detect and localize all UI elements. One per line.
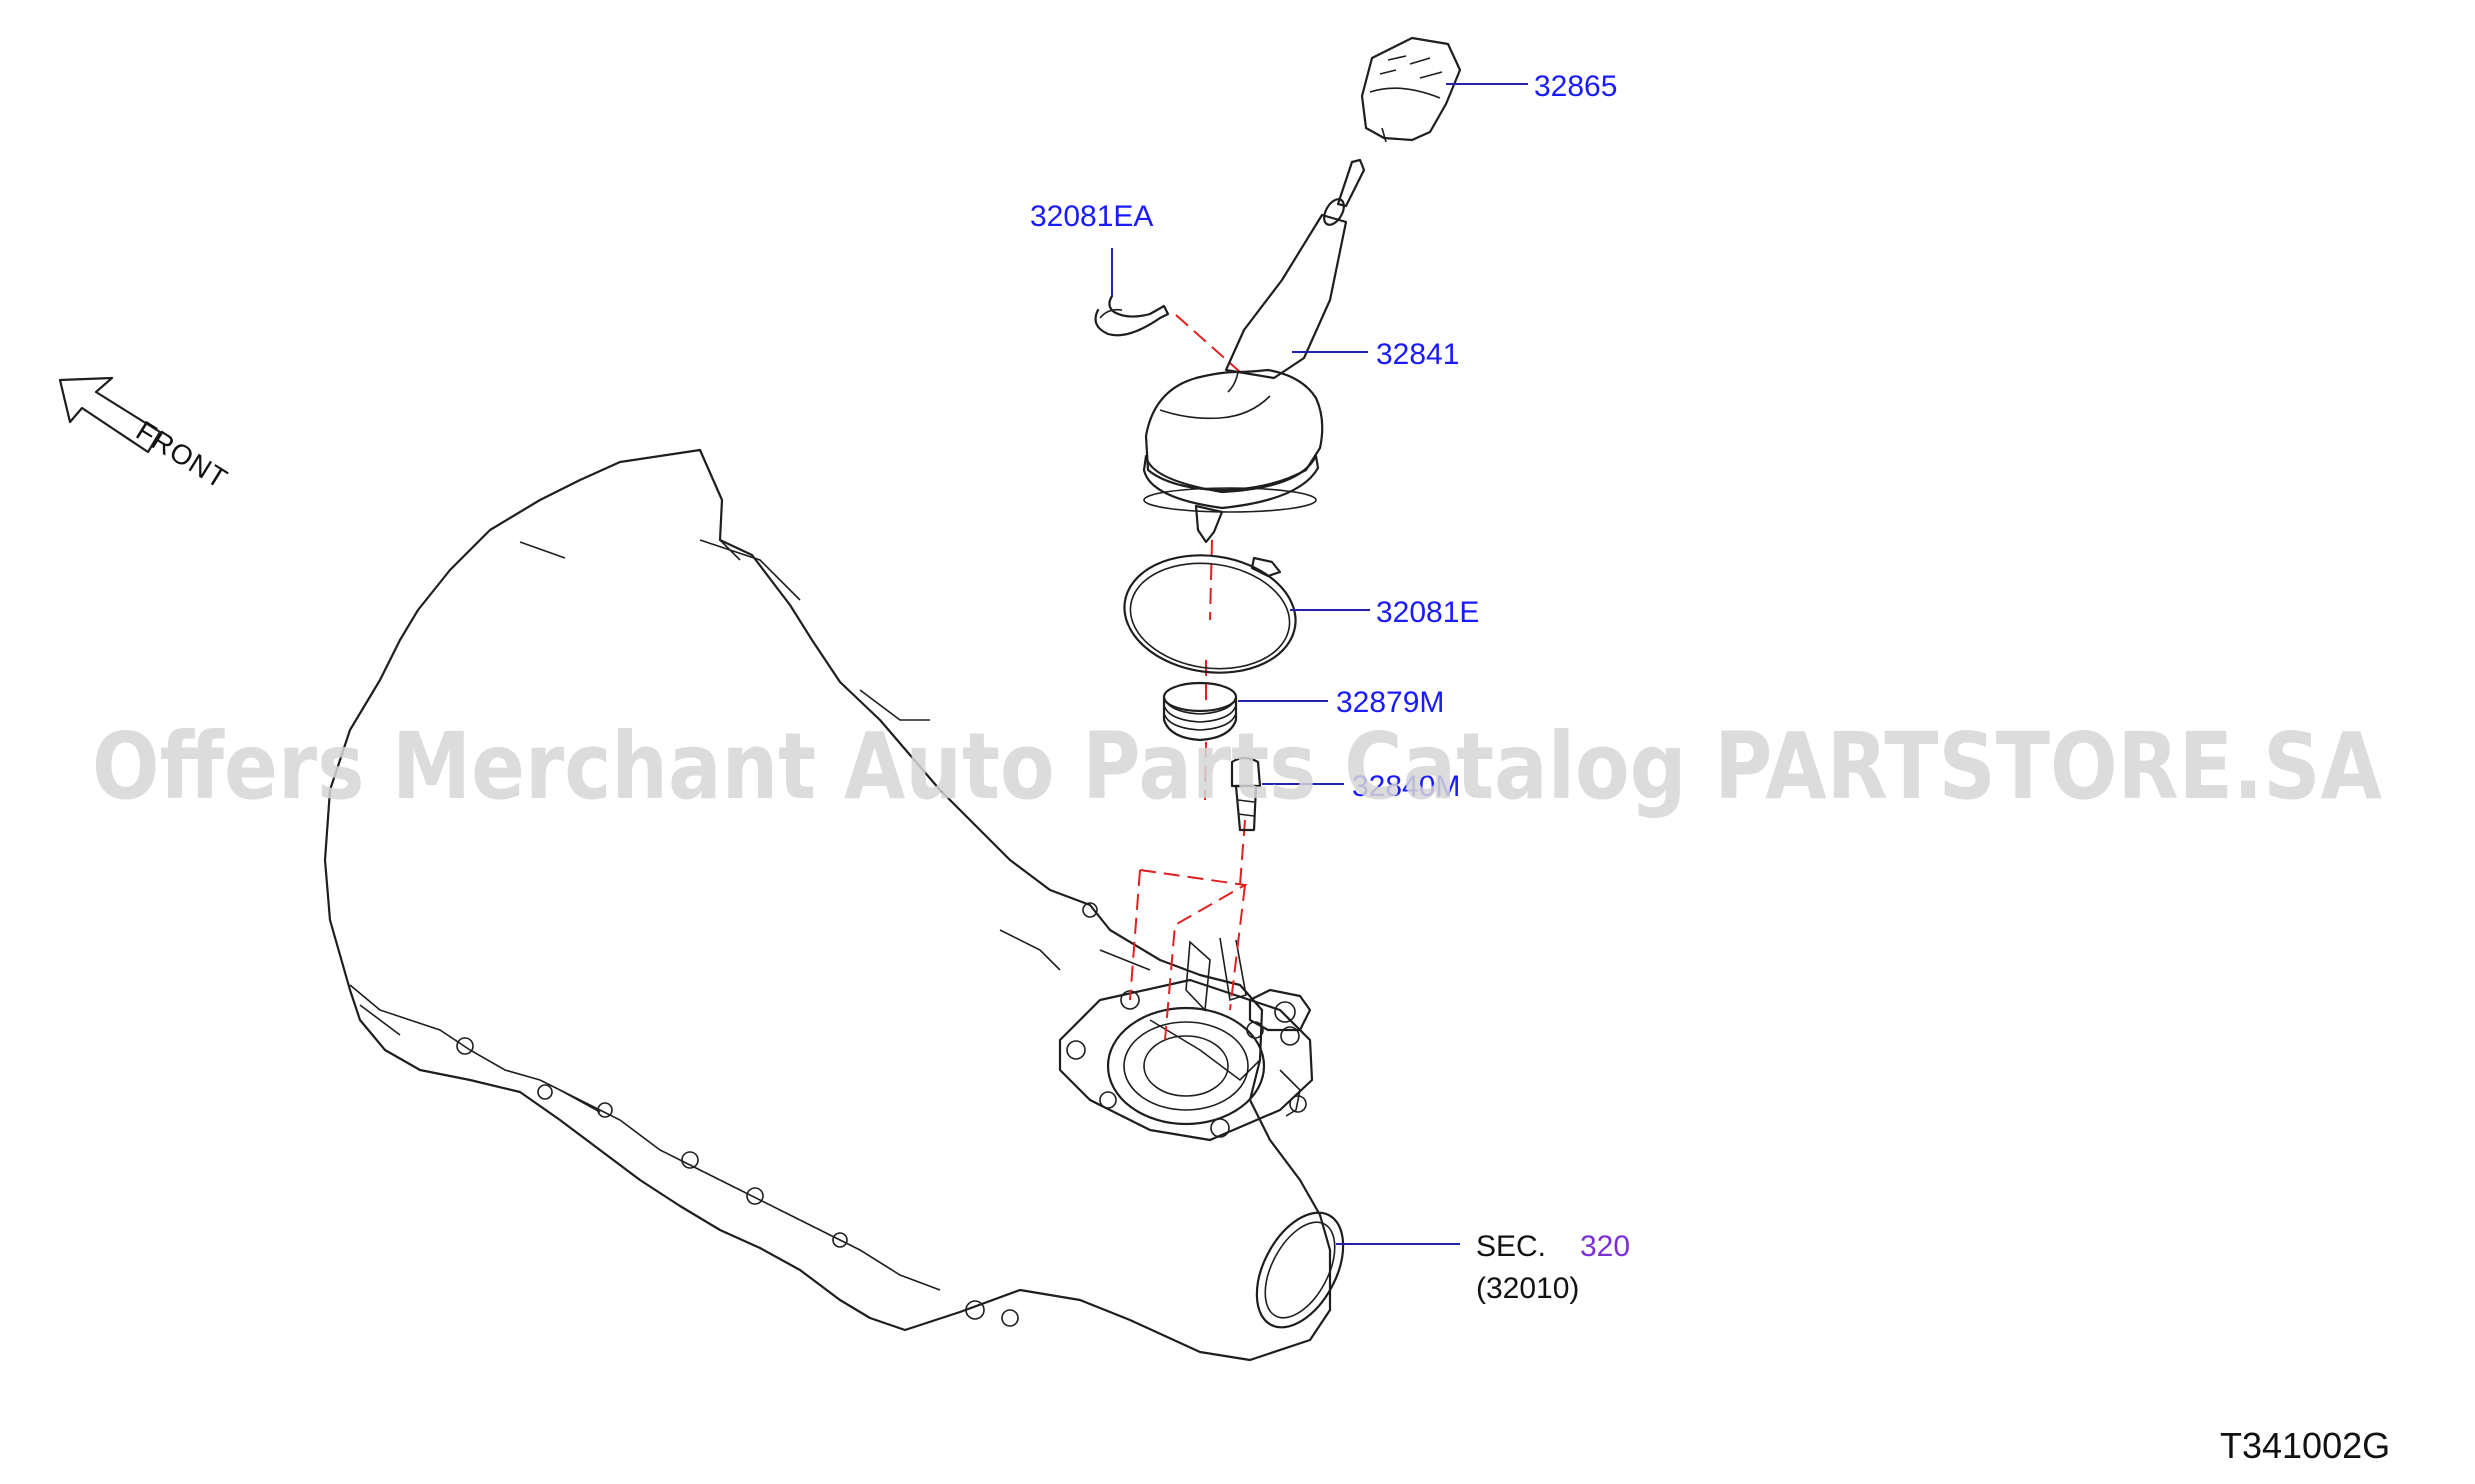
section-ref-prefix: SEC. (1476, 1230, 1546, 1263)
assembly-centerlines (1129, 314, 1249, 1041)
front-label: FRONT (131, 415, 233, 495)
band-clamp-part (1123, 554, 1297, 674)
pin-part (1230, 756, 1262, 832)
section-ref-number[interactable]: 320 (1580, 1230, 1630, 1263)
callout-32081ea[interactable]: 32081EA (1030, 200, 1153, 233)
shifter-mount-plate (1058, 937, 1314, 1142)
callout-32841[interactable]: 32841 (1376, 338, 1459, 371)
leader-lines (1111, 83, 1528, 1245)
document-id: T341002G (2220, 1425, 2390, 1466)
callout-32840m[interactable]: 32840M (1352, 770, 1460, 803)
front-direction-arrow: FRONT (58, 376, 233, 495)
watermark-text: Offers Merchant Auto Parts Catalog PARTS… (92, 713, 2382, 820)
callout-32081e[interactable]: 32081E (1376, 596, 1479, 629)
transmission-case (323, 448, 1345, 1362)
shift-knob-part (1360, 36, 1462, 143)
section-ref-sub: (32010) (1476, 1272, 1579, 1305)
callout-32879m[interactable]: 32879M (1336, 686, 1444, 719)
spring-part (1162, 681, 1238, 742)
callout-labels: 32865 32081EA 32841 32081E 32879M 32840M… (1030, 70, 1630, 1305)
clip-part (1094, 294, 1170, 337)
callout-32865[interactable]: 32865 (1534, 70, 1617, 103)
shift-lever-boot-part (1142, 158, 1366, 544)
